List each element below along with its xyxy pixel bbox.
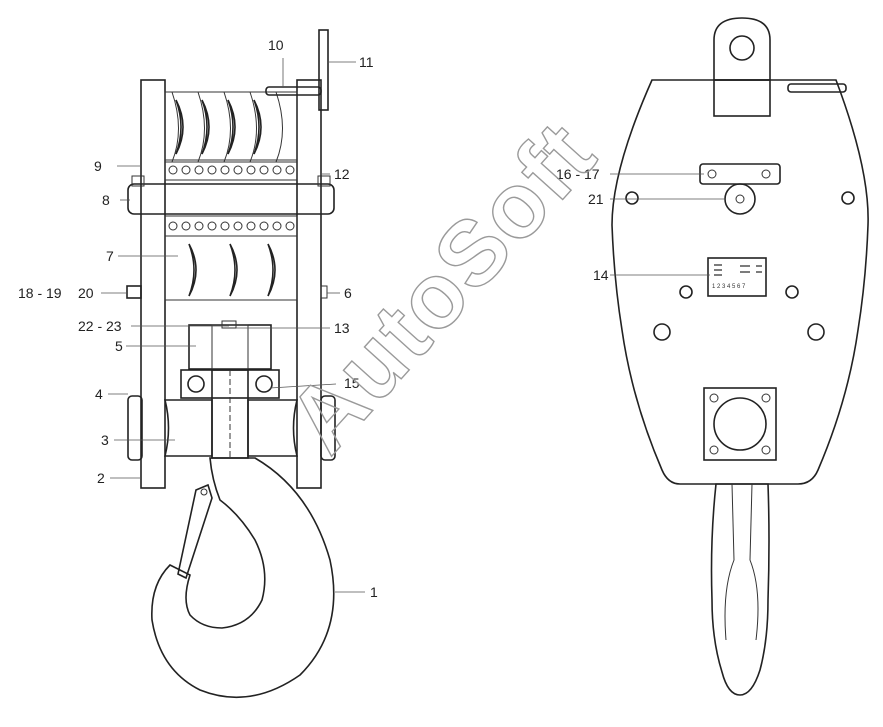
left-side-plate [140, 79, 166, 489]
callout-2: 2 [97, 470, 105, 486]
callout-14: 14 [593, 267, 609, 283]
bolt-holes [625, 191, 855, 341]
trunnion-cap-right [320, 395, 336, 461]
hook-side [710, 483, 770, 696]
bolt-6 [320, 285, 328, 299]
front-view: 1 2 3 4 5 6 7 [611, 17, 869, 696]
top-bracket [318, 29, 329, 111]
callout-5: 5 [115, 338, 123, 354]
callout-22-23: 22 - 23 [78, 318, 122, 334]
callout-11: 11 [359, 54, 374, 70]
callout-4: 4 [95, 386, 103, 402]
bearing-housing [703, 387, 777, 461]
callout-3: 3 [101, 432, 109, 448]
trunnion-cap-left [127, 395, 143, 461]
callout-16-17: 16 - 17 [556, 166, 600, 182]
callout-18-19: 18 - 19 [18, 285, 62, 301]
callout-8: 8 [102, 192, 110, 208]
callout-labels: 1 2 3 4 5 6 7 8 9 10 11 12 13 14 15 16 -… [18, 37, 609, 600]
nut-5 [188, 324, 272, 370]
callout-13: 13 [334, 320, 350, 336]
top-pin [787, 83, 847, 93]
callout-12: 12 [334, 166, 350, 182]
leader-lines [101, 58, 724, 593]
name-plate: 1 2 3 4 5 6 7 [707, 257, 767, 297]
callout-10: 10 [268, 37, 284, 53]
pin-10 [265, 86, 322, 96]
upper-sheaves [164, 91, 298, 181]
callout-15: 15 [344, 375, 360, 391]
hook [151, 457, 335, 699]
plate-16-17 [699, 163, 781, 185]
sheave-axle [127, 183, 335, 215]
top-lug [713, 17, 771, 81]
callout-6: 6 [344, 285, 352, 301]
callout-9: 9 [94, 158, 102, 174]
safety-latch [177, 483, 213, 580]
grease-fitting [724, 183, 756, 215]
block-body [611, 79, 869, 485]
bolt-20 [126, 285, 142, 299]
section-view [126, 29, 336, 699]
crossbeam [163, 399, 213, 457]
lower-sheaves [164, 215, 298, 301]
callout-21: 21 [588, 191, 604, 207]
plate-line-1: 1 2 3 4 5 6 7 [712, 284, 746, 290]
callout-20: 20 [78, 285, 94, 301]
callout-1: 1 [370, 584, 378, 600]
callout-7: 7 [106, 248, 114, 264]
